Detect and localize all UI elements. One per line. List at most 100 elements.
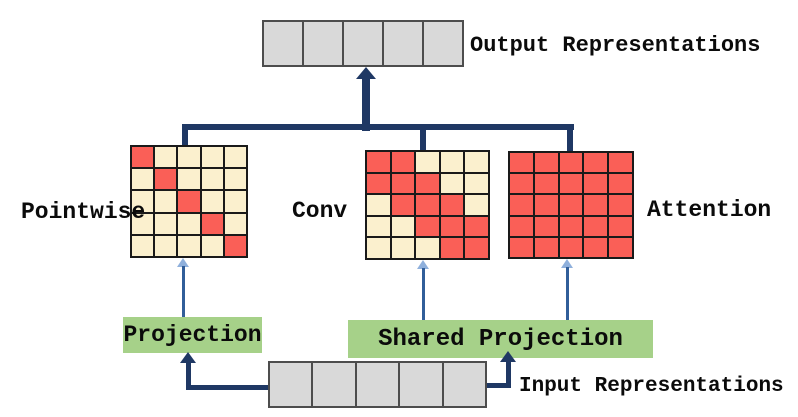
input-to-projection-vline: [186, 362, 191, 388]
output-representation-cell: [304, 22, 342, 65]
output-representation-cell: [384, 22, 422, 65]
conv-cell: [391, 173, 415, 194]
attention-label: Attention: [647, 197, 772, 223]
conv-cell: [367, 152, 390, 172]
input-to-shared-hline: [486, 383, 511, 388]
attention-cell: [559, 237, 583, 257]
pointwise-cell: [132, 213, 154, 234]
attention-cell: [559, 195, 583, 215]
input-to-projection-hline: [186, 385, 269, 390]
pointwise-cell: [155, 213, 177, 234]
output-representation-cell: [264, 22, 302, 65]
conv-cell: [440, 216, 464, 237]
input-representation-cell: [443, 363, 485, 406]
input-representation-cell: [356, 363, 399, 406]
input-representation-cell: [270, 363, 312, 406]
branch-line-attention: [567, 130, 573, 152]
pointwise-cell: [178, 191, 200, 212]
shared-to-conv-arrowhead-icon: [417, 260, 429, 269]
pointwise-cell: [224, 213, 246, 234]
conv-cell: [416, 195, 439, 215]
attention-cell: [584, 174, 608, 194]
attention-cell: [559, 153, 583, 173]
pointwise-cell: [201, 191, 223, 212]
attention-cell: [584, 216, 608, 236]
input-to-projection-arrowhead-icon: [180, 352, 196, 363]
shared-to-attention-line: [566, 267, 569, 320]
conv-cell: [391, 195, 415, 215]
shared-projection-label: Shared Projection: [378, 325, 623, 353]
input-representations-label: Input Representations: [519, 375, 784, 398]
attention-cell: [609, 195, 632, 215]
shared-projection-box: Shared Projection: [348, 320, 653, 358]
attention-cell: [510, 237, 533, 257]
conv-cell: [416, 152, 439, 172]
conv-label: Conv: [292, 198, 348, 224]
conv-cell: [465, 173, 488, 194]
conv-cell: [367, 173, 390, 194]
pointwise-cell: [224, 235, 246, 256]
pointwise-cell: [155, 235, 177, 256]
attention-cell: [534, 195, 558, 215]
conv-cell: [465, 238, 488, 258]
attention-cell: [534, 216, 558, 236]
input-to-shared-vline: [506, 361, 511, 386]
attention-cell: [510, 174, 533, 194]
conv-cell: [367, 216, 390, 237]
conv-cell: [440, 195, 464, 215]
attention-cell: [584, 237, 608, 257]
pointwise-cell: [201, 235, 223, 256]
conv-cell: [465, 216, 488, 237]
pointwise-cell: [224, 191, 246, 212]
attention-cell: [609, 216, 632, 236]
pointwise-cell: [155, 147, 177, 168]
projection-to-pointwise-line: [182, 266, 185, 317]
conv-cell: [416, 216, 439, 237]
pointwise-cell: [201, 147, 223, 168]
pointwise-matrix: [130, 145, 248, 258]
attention-cell: [559, 216, 583, 236]
attention-cell: [534, 237, 558, 257]
pointwise-cell: [155, 169, 177, 190]
projection-to-pointwise-arrowhead-icon: [177, 258, 189, 267]
conv-cell: [416, 173, 439, 194]
shared-to-conv-line: [422, 268, 425, 320]
input-representations-row: [268, 361, 487, 408]
output-representation-cell: [344, 22, 382, 65]
conv-cell: [367, 195, 390, 215]
conv-cell: [391, 216, 415, 237]
pointwise-cell: [224, 147, 246, 168]
output-representation-cell: [424, 22, 462, 65]
output-representations-row: [262, 20, 464, 67]
attention-cell: [510, 195, 533, 215]
conv-cell: [465, 195, 488, 215]
shared-to-attention-arrowhead-icon: [561, 259, 573, 268]
pointwise-cell: [178, 213, 200, 234]
attention-cell: [510, 216, 533, 236]
merge-arrow-trunk: [362, 78, 370, 131]
conv-cell: [440, 152, 464, 172]
pointwise-cell: [132, 147, 154, 168]
attention-cell: [534, 174, 558, 194]
pointwise-cell: [132, 191, 154, 212]
input-to-shared-arrowhead-icon: [500, 351, 516, 362]
input-representation-cell: [313, 363, 355, 406]
conv-cell: [440, 238, 464, 258]
conv-cell: [465, 152, 488, 172]
merge-bar: [182, 124, 574, 130]
pointwise-cell: [178, 147, 200, 168]
conv-cell: [367, 238, 390, 258]
attention-cell: [609, 237, 632, 257]
attention-cell: [609, 153, 632, 173]
branch-line-pointwise: [182, 130, 188, 146]
attention-cell: [584, 195, 608, 215]
attention-cell: [510, 153, 533, 173]
merge-arrowhead-icon: [356, 67, 376, 79]
pointwise-cell: [132, 169, 154, 190]
conv-cell: [416, 238, 439, 258]
pointwise-cell: [224, 169, 246, 190]
attention-matrix: [508, 151, 634, 259]
attention-cell: [534, 153, 558, 173]
pointwise-cell: [178, 235, 200, 256]
